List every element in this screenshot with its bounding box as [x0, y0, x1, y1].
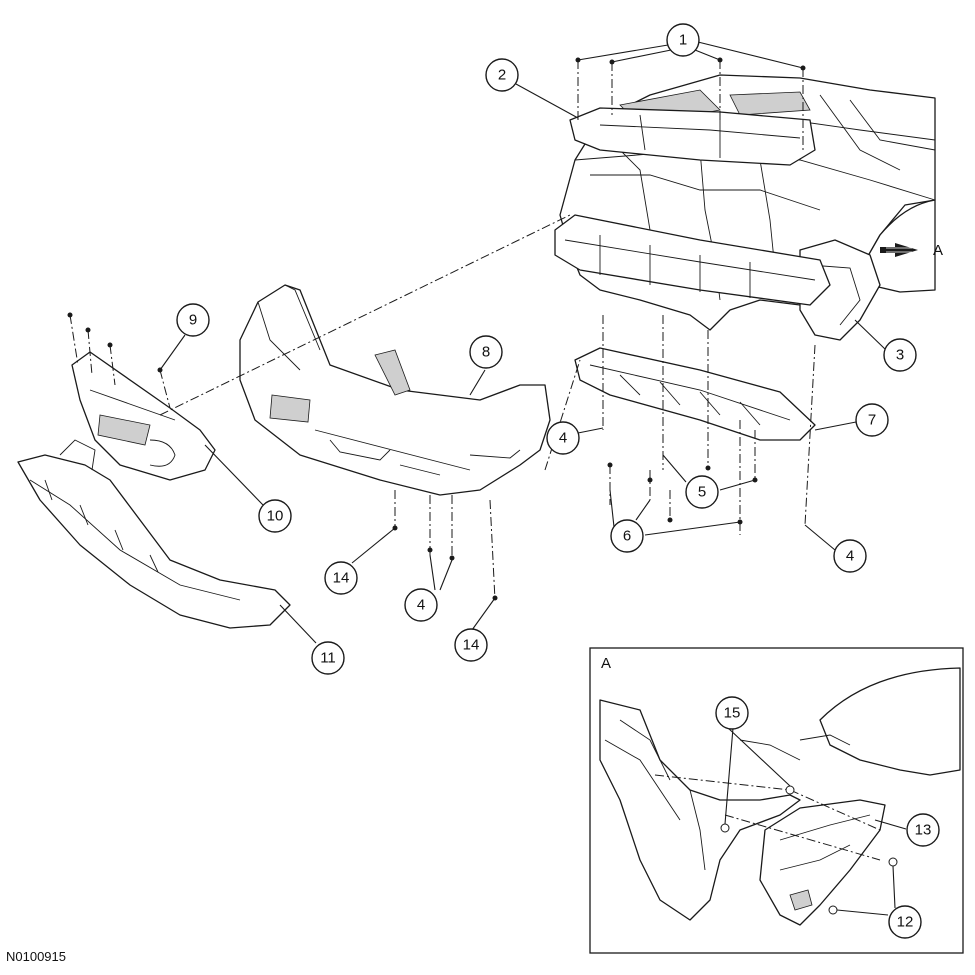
svg-text:11: 11: [320, 650, 336, 667]
svg-text:12: 12: [897, 914, 914, 931]
fasteners: [67, 57, 806, 601]
inset-detail-a: A: [589, 647, 964, 954]
svg-text:2: 2: [498, 67, 506, 84]
callout-10: 10: [258, 499, 292, 533]
callout-4-middle: 4: [546, 421, 580, 455]
callout-13: 13: [906, 813, 940, 847]
callout-7: 7: [855, 403, 889, 437]
callout-12: 12: [888, 905, 922, 939]
svg-text:10: 10: [267, 508, 284, 525]
callout-4-bottom: 4: [404, 588, 438, 622]
upper-grille-assembly: [71, 351, 216, 481]
svg-text:7: 7: [868, 412, 876, 429]
svg-text:8: 8: [482, 344, 490, 361]
callout-2: 2: [485, 58, 519, 92]
inset-label: A: [601, 655, 611, 672]
svg-text:4: 4: [417, 597, 425, 614]
callout-8: 8: [469, 335, 503, 369]
svg-text:14: 14: [463, 637, 480, 654]
callout-5: 5: [685, 475, 719, 509]
callout-14-right: 14: [454, 628, 488, 662]
svg-text:9: 9: [189, 312, 197, 329]
svg-text:13: 13: [915, 822, 932, 839]
svg-text:3: 3: [896, 347, 904, 364]
callout-3: 3: [883, 338, 917, 372]
radiator-support-cover: [569, 107, 816, 166]
view-arrow-a: A: [880, 242, 943, 259]
leader-lines: [159, 41, 887, 644]
callout-15: 15: [715, 696, 749, 730]
svg-text:14: 14: [333, 570, 350, 587]
callout-4-right: 4: [833, 539, 867, 573]
bumper-reinforcement: [554, 214, 831, 306]
svg-text:15: 15: [724, 705, 741, 722]
svg-text:5: 5: [698, 484, 706, 501]
figure-id: N0100915: [6, 949, 66, 964]
callout-6: 6: [610, 519, 644, 553]
view-label: A: [933, 242, 943, 259]
lower-valance-panel: [17, 439, 291, 629]
svg-text:4: 4: [559, 430, 567, 447]
front-bumper-cover: [239, 284, 551, 496]
callout-1: 1: [666, 23, 700, 57]
callout-9: 9: [176, 303, 210, 337]
callout-11: 11: [311, 641, 345, 675]
svg-text:4: 4: [846, 548, 854, 565]
lower-air-deflector: [574, 347, 816, 441]
svg-text:1: 1: [679, 32, 687, 49]
alignment-lines: [69, 60, 816, 601]
callout-14-left: 14: [324, 561, 358, 595]
svg-text:6: 6: [623, 528, 631, 545]
